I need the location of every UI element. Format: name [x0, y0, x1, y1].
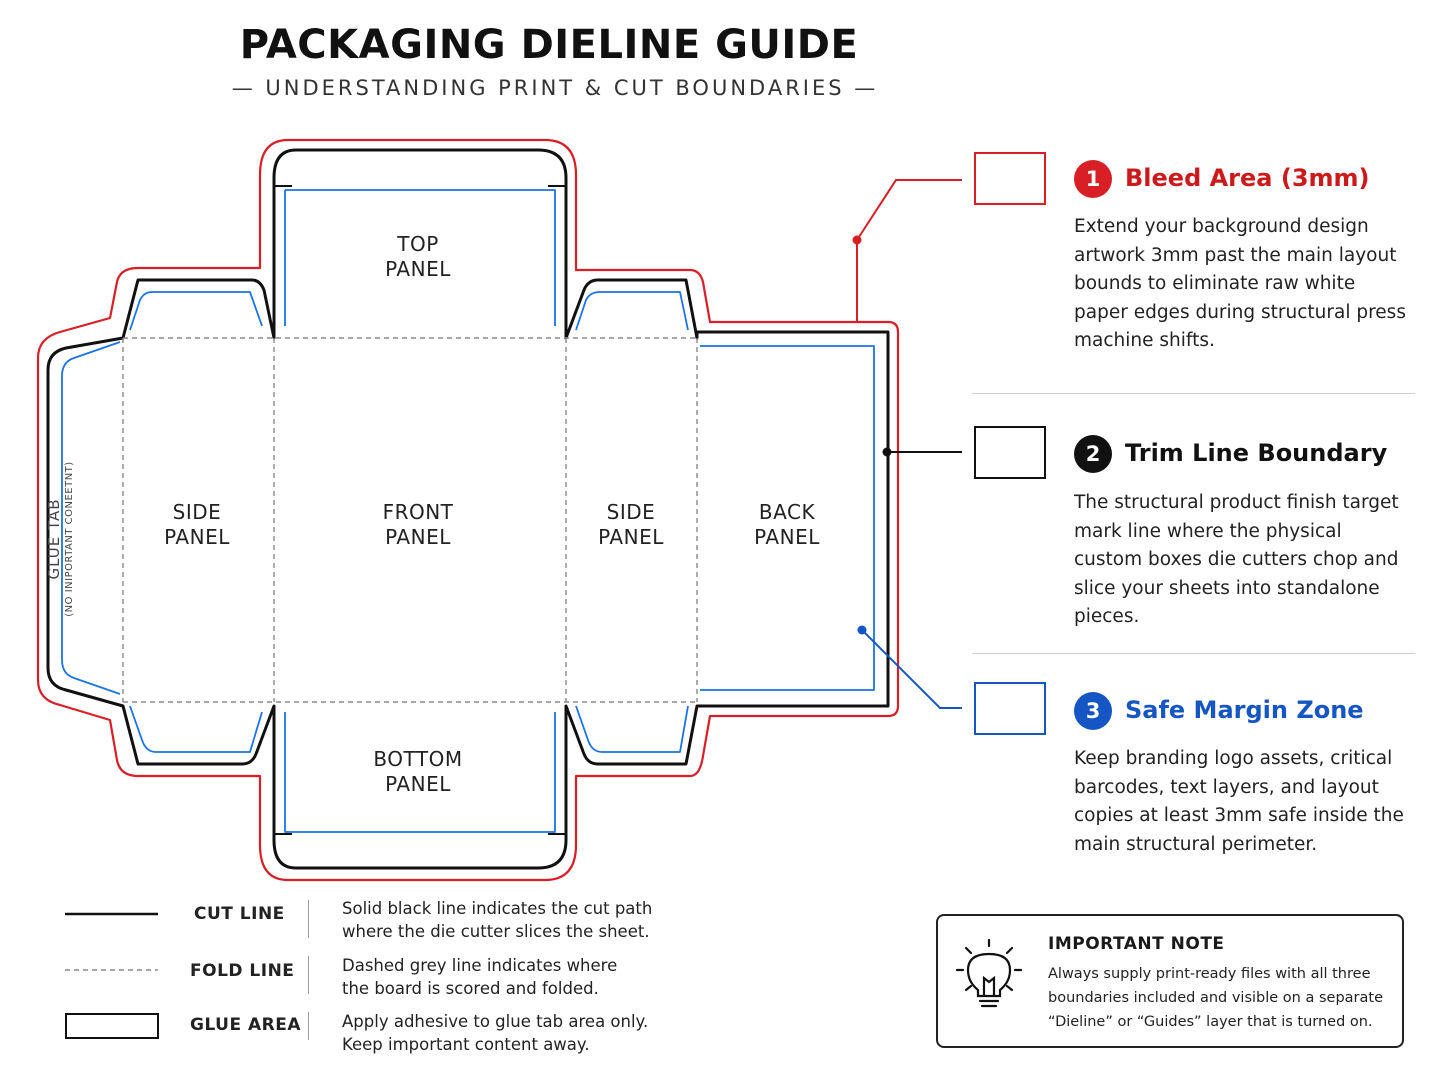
legend-text-safe: Keep branding logo assets, critical barc… — [1074, 748, 1404, 855]
glue-tab-note: (NO INIPORTANT CONEETNT) — [64, 461, 75, 617]
legend-text-trim: The structural product finish target mar… — [1074, 492, 1399, 627]
badge-3: 3 — [1074, 692, 1112, 730]
legend-title-trim: Trim Line Boundary — [1125, 439, 1388, 467]
trim-box-icon — [974, 426, 1046, 479]
legend-text-bleed: Extend your background design artwork 3m… — [1074, 216, 1406, 351]
callout-dot-bleed — [852, 235, 862, 245]
key-divider-1 — [308, 900, 309, 938]
bleed-line — [36, 138, 900, 882]
callout-dot-trim — [882, 447, 892, 457]
key-fold-line-label: FOLD LINE — [190, 961, 295, 981]
key-cut-line-label: CUT LINE — [194, 904, 285, 924]
legend-divider-2 — [972, 653, 1415, 654]
lightbulb-icon — [956, 938, 1022, 1008]
page-title: PACKAGING DIELINE GUIDE — [239, 22, 859, 68]
page-subtitle: — UNDERSTANDING PRINT & CUT BOUNDARIES — — [231, 76, 879, 100]
key-divider-2 — [308, 956, 309, 994]
important-note-box: IMPORTANT NOTE Always supply print-ready… — [936, 914, 1404, 1048]
glue-tab-title: GLUE TAB — [45, 498, 63, 580]
bleed-box-icon — [974, 152, 1046, 205]
tab-corner-marks — [274, 185, 566, 835]
key-glue-area-label: GLUE AREA — [190, 1015, 302, 1035]
legend-divider-1 — [972, 393, 1415, 394]
badge-1: 1 — [1074, 160, 1112, 198]
key-divider-3 — [308, 1012, 309, 1040]
key-glue-area-sample — [65, 1013, 159, 1039]
note-title: IMPORTANT NOTE — [1048, 934, 1225, 954]
legend-title-bleed: Bleed Area (3mm) — [1125, 164, 1370, 192]
badge-2: 2 — [1074, 435, 1112, 473]
safe-margin-lines — [61, 189, 875, 833]
note-text: Always supply print-ready files with all… — [1048, 966, 1383, 1030]
key-glue-area-desc: Apply adhesive to glue tab area only.Kee… — [342, 1012, 649, 1054]
glue-tab-label: GLUE TAB (NO INIPORTANT CONEETNT) — [45, 439, 75, 639]
cut-line — [46, 148, 890, 870]
safe-box-icon — [974, 682, 1046, 735]
fold-lines — [122, 337, 698, 703]
callout-connector-safe — [861, 629, 962, 709]
callout-connector-bleed — [856, 179, 962, 322]
callout-dot-safe — [857, 625, 867, 635]
legend-title-safe: Safe Margin Zone — [1125, 696, 1364, 724]
